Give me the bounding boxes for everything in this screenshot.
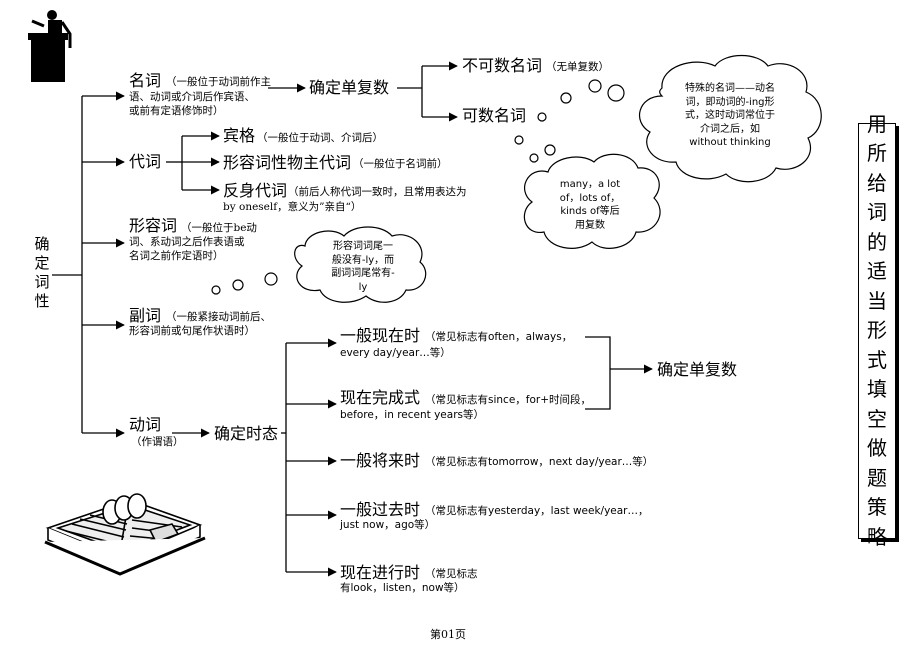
tense-markers-2: before，in recent years等） — [340, 409, 484, 421]
noun-note-2: 语、动词或介词后作宾语、 — [129, 91, 255, 103]
tense-markers: （常见标志有often，always， — [425, 331, 573, 343]
pronoun-label: 代词 — [129, 152, 162, 171]
page-number: 第01页 — [430, 628, 466, 641]
adverb-note-1: （一般紧接动词前后、 — [166, 311, 271, 323]
tense-markers-2: 有look，listen，now等） — [340, 582, 465, 594]
cloud-line: 般没有-ly，而 — [331, 254, 395, 266]
cloud-line: kinds of等后 — [560, 206, 620, 217]
uncountable-note: （无单复数） — [546, 61, 609, 73]
verb-sub: （作谓语） — [131, 436, 184, 448]
verb-decide-tense: 确定时态 — [214, 424, 279, 443]
tense-markers: （常见标志 — [425, 568, 478, 580]
cloud-line: 用复数 — [575, 219, 605, 231]
adjective-note-1: （一般位于be动 — [181, 222, 257, 234]
cloud-line: ly — [358, 281, 368, 293]
pronoun-possessive: 形容词性物主代词 — [223, 153, 352, 172]
title-box: 用所给词的适当形式填空做题策略 — [858, 112, 896, 549]
verb-decide-number: 确定单复数 — [657, 360, 738, 379]
tense-name: 一般现在时 — [340, 326, 421, 345]
pronoun-reflexive-note-1: （前后人称代词一致时，且常用表达为 — [288, 186, 467, 198]
cloud-line: of，lots of， — [559, 192, 621, 204]
cloud-line: without thinking — [689, 137, 771, 148]
tense-name: 现在完成式 — [340, 388, 421, 407]
noun-decide-number: 确定单复数 — [309, 78, 390, 97]
tense-name: 一般过去时 — [340, 500, 421, 519]
lectern-speaker-icon — [28, 10, 72, 82]
page-title: 用所给词的适当形式填空做题策略 — [867, 111, 887, 549]
adjective-note-2: 词、系动词之后作表语或 — [129, 236, 245, 248]
root-label: 确定词性 — [34, 235, 50, 310]
verb-label: 动词 — [129, 415, 162, 434]
adverb-label: 副词 — [129, 306, 162, 325]
adjective-label: 形容词 — [129, 216, 178, 235]
adverb-note-2: 形容词前或句尾作状语时） — [129, 325, 255, 337]
tense-markers-2: just now，ago等） — [340, 519, 436, 531]
pronoun-reflexive: 反身代词 — [223, 181, 288, 200]
noun-label: 名词 — [129, 71, 162, 90]
cloud-line: 形容词词尾一 — [333, 241, 393, 252]
pronoun-object: 宾格 — [223, 126, 256, 145]
open-book-icon — [44, 493, 206, 576]
cloud-line: 特殊的名词——动名 — [685, 83, 775, 94]
cloud-adjective-text: 形容词词尾一 般没有-ly，而 副词词尾常有- ly — [308, 240, 418, 294]
pronoun-possessive-note: （一般位于名词前） — [353, 158, 448, 170]
tense-markers: （常见标志有yesterday，last week/year…， — [425, 505, 649, 517]
pronoun-reflexive-note-2: by oneself，意义为”亲自“） — [223, 201, 362, 213]
pronoun-object-note: （一般位于动词、介词后） — [257, 132, 383, 144]
noun-note-1: （一般位于动词前作主 — [166, 76, 271, 88]
cloud-line: 介词之后，如 — [700, 123, 760, 135]
tense-markers: （常见标志有tomorrow，next day/year…等） — [425, 456, 654, 468]
cloud-line: 式，这时动词常位于 — [685, 110, 775, 121]
tense-name: 现在进行时 — [340, 563, 421, 582]
cloud-line: many，a lot — [559, 179, 621, 190]
cloud-line: 词，即动词的-ing形 — [685, 96, 775, 108]
tense-markers: （常见标志有since，for+时间段， — [425, 394, 592, 406]
adjective-note-3: 名词之前作定语时） — [129, 250, 224, 262]
uncountable-noun: 不可数名词 — [462, 56, 543, 75]
cloud-many-text: many，a lot of，lots of， kinds of等后 用复数 — [534, 178, 646, 232]
tense-markers-2: every day/year…等） — [340, 347, 451, 359]
cloud-line: 副词词尾常有- — [331, 268, 395, 279]
cloud-gerund-text: 特殊的名词——动名 词，即动词的-ing形 式，这时动词常位于 介词之后，如 w… — [660, 82, 800, 150]
countable-noun: 可数名词 — [462, 106, 527, 125]
tense-name: 一般将来时 — [340, 451, 421, 470]
noun-note-3: 或前有定语修饰时） — [129, 105, 224, 117]
